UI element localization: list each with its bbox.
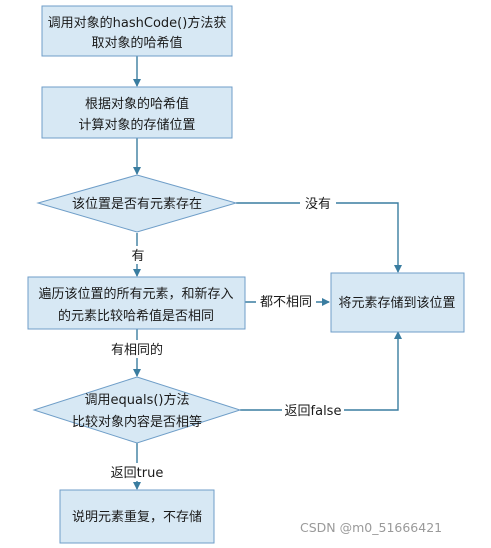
node-has-element: 该位置是否有元素存在: [36, 174, 238, 233]
node-traverse-line1: 遍历该位置的所有元素，和新存入: [38, 286, 233, 302]
label-not-same: 都不相同: [260, 295, 312, 310]
label-has-same: 有相同的: [111, 342, 163, 358]
watermark-text: CSDN @m0_51666421: [300, 520, 443, 535]
node-calc-position: 根据对象的哈希值 计算对象的存储位置: [41, 86, 233, 139]
node-duplicate: 说明元素重复，不存储: [59, 489, 215, 544]
edge-check-to-store-none: [236, 202, 402, 273]
node-get-hash-line2: 取对象的哈希值: [91, 35, 182, 51]
label-none: 没有: [305, 197, 331, 212]
node-calc-position-line2: 计算对象的存储位置: [78, 117, 195, 133]
edge-labels: 没有 有 都不相同 有相同的 返回false 返回true: [106, 194, 344, 481]
node-traverse: 遍历该位置的所有元素，和新存入 的元素比较哈希值是否相同: [27, 276, 246, 330]
node-call-equals-line2: 比较对象内容是否相等: [72, 414, 202, 430]
label-has: 有: [131, 249, 144, 264]
node-calc-position-line1: 根据对象的哈希值: [85, 96, 189, 112]
node-traverse-line2: 的元素比较哈希值是否相同: [58, 308, 214, 324]
node-get-hash-line1: 调用对象的hashCode()方法获: [48, 15, 227, 31]
edge-equals-to-store-false: [240, 331, 402, 411]
node-call-equals-line1: 调用equals()方法: [85, 392, 190, 408]
node-get-hash: 调用对象的hashCode()方法获 取对象的哈希值: [41, 5, 233, 57]
label-return-true: 返回true: [111, 466, 164, 481]
label-return-false: 返回false: [285, 404, 342, 419]
node-call-equals: 调用equals()方法 比较对象内容是否相等: [32, 376, 242, 444]
node-store: 将元素存储到该位置: [330, 272, 465, 333]
node-has-element-text: 该位置是否有元素存在: [72, 197, 202, 212]
node-duplicate-text: 说明元素重复，不存储: [72, 509, 202, 525]
node-store-text: 将元素存储到该位置: [338, 296, 455, 311]
